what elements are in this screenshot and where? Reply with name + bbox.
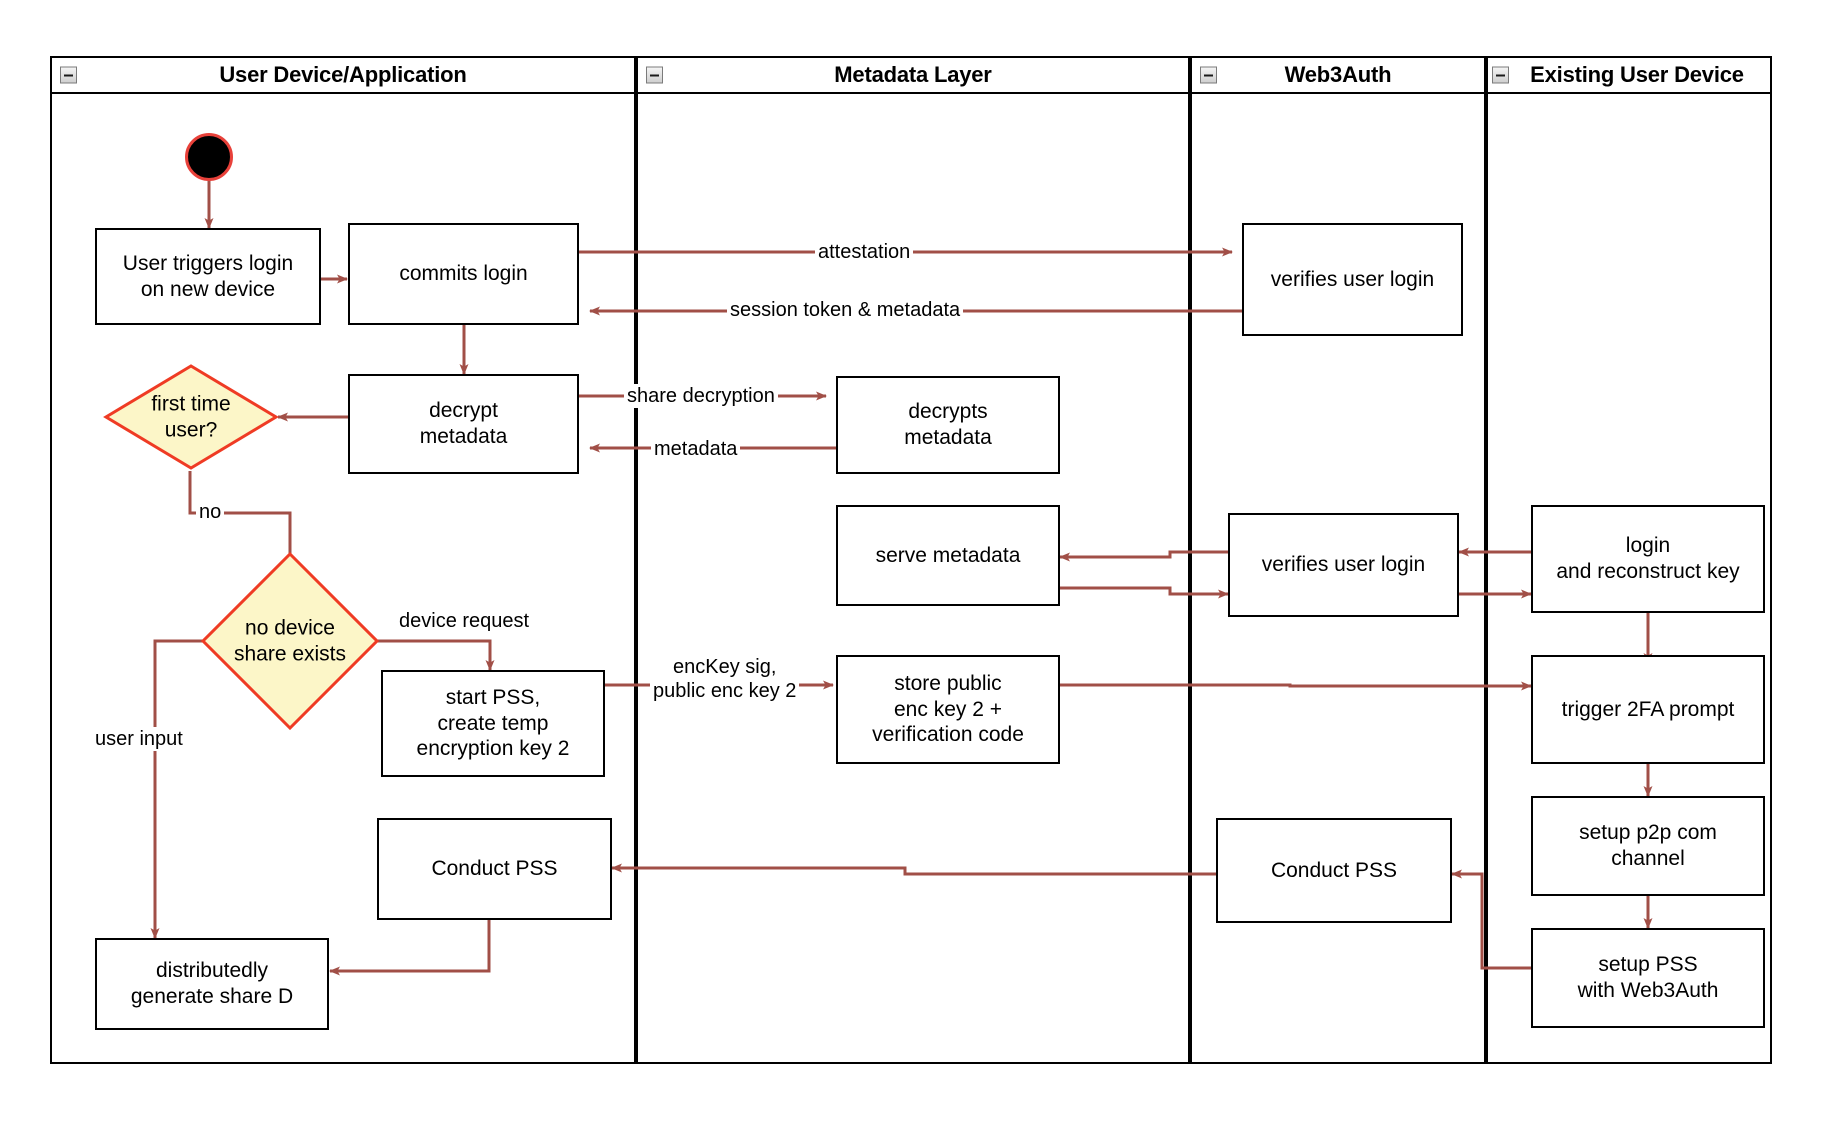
- node-setup-pss-with-web3auth[interactable]: setup PSS with Web3Auth: [1531, 928, 1765, 1028]
- diamond-shape: [103, 364, 279, 470]
- minus-box-icon[interactable]: [60, 66, 77, 84]
- node-verifies-user-login-mid[interactable]: verifies user login: [1228, 513, 1459, 617]
- edge-label-enckey-sig: encKey sig, public enc key 2: [650, 655, 800, 703]
- lane-title: User Device/Application: [219, 62, 467, 87]
- lane-title: Existing User Device: [1530, 62, 1744, 87]
- node-decrypt-metadata[interactable]: decrypt metadata: [348, 374, 579, 474]
- lane-header-user-device[interactable]: User Device/Application: [50, 56, 636, 94]
- lane-header-metadata-layer[interactable]: Metadata Layer: [636, 56, 1190, 94]
- edge-label-metadata: metadata: [651, 437, 741, 461]
- decision-first-time-user[interactable]: first time user?: [103, 363, 279, 471]
- node-start-pss[interactable]: start PSS, create temp encryption key 2: [381, 670, 605, 777]
- node-conduct-pss-user-device[interactable]: Conduct PSS: [377, 818, 612, 920]
- edge-label-device-request: device request: [396, 609, 533, 633]
- diamond-shape: [200, 551, 380, 731]
- node-login-and-reconstruct-key[interactable]: login and reconstruct key: [1531, 505, 1765, 613]
- lane-header-web3auth[interactable]: Web3Auth: [1190, 56, 1486, 94]
- node-conduct-pss-web3auth[interactable]: Conduct PSS: [1216, 818, 1452, 923]
- start-node: [185, 133, 233, 181]
- minus-box-icon[interactable]: [646, 66, 663, 84]
- edge-label-no: no: [196, 500, 225, 524]
- node-serve-metadata[interactable]: serve metadata: [836, 505, 1060, 606]
- lane-header-existing-user-device[interactable]: Existing User Device: [1486, 56, 1772, 94]
- lane-title: Web3Auth: [1284, 62, 1392, 87]
- edge-label-user-input: user input: [92, 727, 186, 751]
- node-setup-p2p-com-channel[interactable]: setup p2p com channel: [1531, 796, 1765, 896]
- node-distributedly-generate-share-d[interactable]: distributedly generate share D: [95, 938, 329, 1030]
- minus-box-icon[interactable]: [1200, 66, 1217, 84]
- node-store-public-enc-key[interactable]: store public enc key 2 + verification co…: [836, 655, 1060, 764]
- lane-title: Metadata Layer: [834, 62, 992, 87]
- minus-box-icon[interactable]: [1492, 66, 1509, 84]
- node-decrypts-metadata[interactable]: decrypts metadata: [836, 376, 1060, 474]
- node-user-triggers-login[interactable]: User triggers login on new device: [95, 228, 321, 325]
- node-verifies-user-login-top[interactable]: verifies user login: [1242, 223, 1463, 336]
- decision-no-device-share-exists[interactable]: no device share exists: [200, 551, 380, 731]
- edge-label-share-decryption: share decryption: [624, 384, 778, 408]
- node-commits-login[interactable]: commits login: [348, 223, 579, 325]
- node-trigger-2fa-prompt[interactable]: trigger 2FA prompt: [1531, 655, 1765, 764]
- edge-label-session-token: session token & metadata: [727, 298, 964, 322]
- edge-label-attestation: attestation: [815, 240, 914, 264]
